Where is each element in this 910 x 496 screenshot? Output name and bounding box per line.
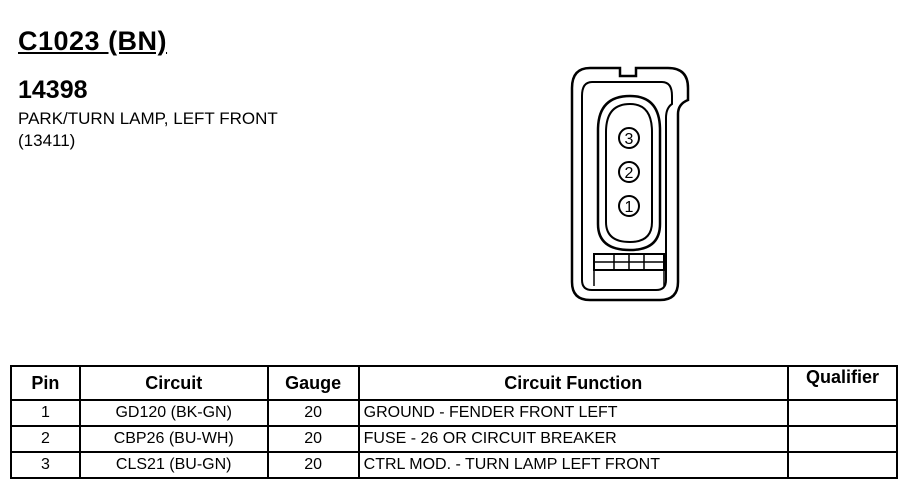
header-circuit-function: Circuit Function [357,365,789,401]
cell-circuit: CBP26 (BU-WH) [78,425,269,453]
cell-circuit-function: GROUND - FENDER FRONT LEFT [357,399,789,427]
cell-circuit-function: CTRL MOD. - TURN LAMP LEFT FRONT [357,451,789,479]
header-qualifier: Qualifier [786,365,899,401]
pin-2-label: 2 [625,165,634,182]
header-pin: Pin [10,365,81,401]
table-row: 1 GD120 (BK-GN) 20 GROUND - FENDER FRONT… [10,399,899,427]
cell-gauge: 20 [266,399,360,427]
cell-pin: 3 [10,451,81,479]
table-row: 2 CBP26 (BU-WH) 20 FUSE - 26 OR CIRCUIT … [10,425,899,453]
cell-circuit: CLS21 (BU-GN) [78,451,269,479]
connector-housing-outline [570,66,690,302]
header-gauge: Gauge [266,365,360,401]
pin-cavity-outer [596,94,662,252]
pin-1-label: 1 [625,199,634,216]
cell-circuit-function: FUSE - 26 OR CIRCUIT BREAKER [357,425,789,453]
pin-1-circle [618,195,640,217]
cell-gauge: 20 [266,451,360,479]
cell-pin: 2 [10,425,81,453]
pin-2-circle [618,161,640,183]
pin-cavity-inner [605,102,653,244]
cell-qualifier [786,451,899,479]
cell-circuit: GD120 (BK-GN) [78,399,269,427]
cell-pin: 1 [10,399,81,427]
pin-table: Pin Circuit Gauge Circuit Function Quali… [10,365,899,479]
header-circuit: Circuit [78,365,269,401]
connector-id: C1023 (BN) [18,26,168,56]
component-number: 14398 [18,76,88,104]
cell-qualifier [786,425,899,453]
cell-gauge: 20 [266,425,360,453]
table-header-row: Pin Circuit Gauge Circuit Function Quali… [10,365,899,401]
pin-3-circle [618,127,640,149]
connector-housing-inner [581,81,673,291]
component-name: PARK/TURN LAMP, LEFT FRONT [18,109,278,128]
table-row: 3 CLS21 (BU-GN) 20 CTRL MOD. - TURN LAMP… [10,451,899,479]
component-description: PARK/TURN LAMP, LEFT FRONT (13411) [18,108,278,152]
component-reference: (13411) [18,131,76,150]
cell-qualifier [786,399,899,427]
pin-3-label: 3 [625,131,634,148]
